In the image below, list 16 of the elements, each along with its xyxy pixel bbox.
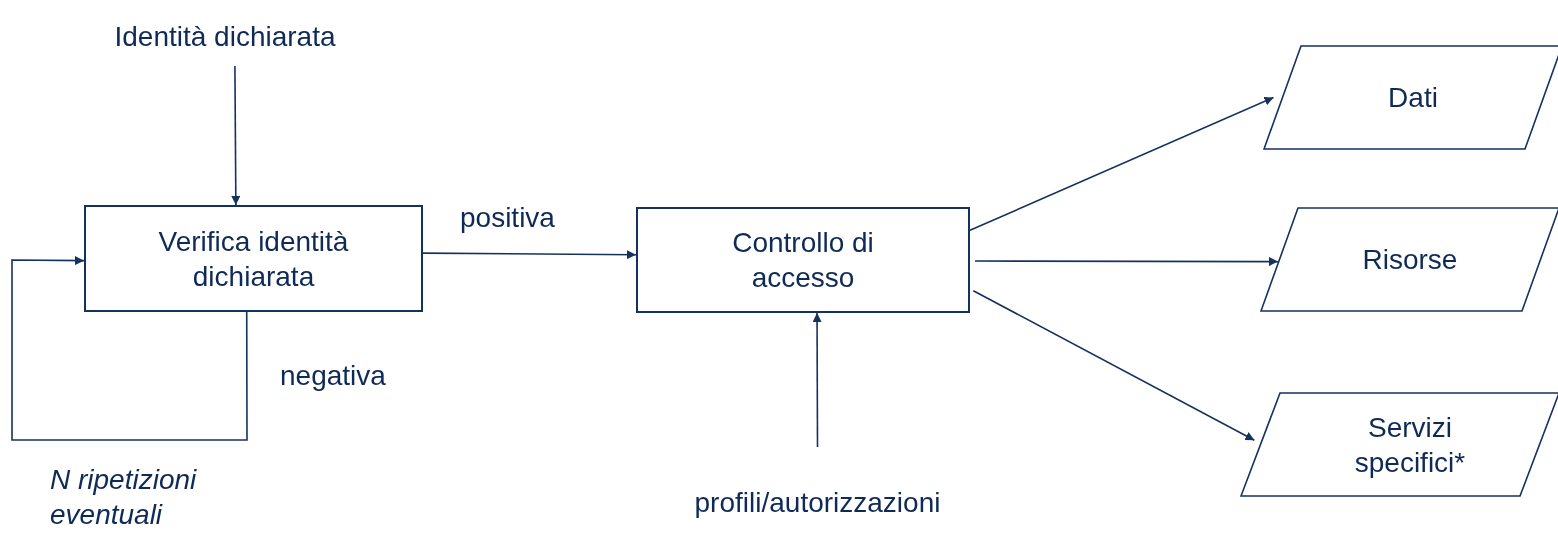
node-label: Verifica identità dichiarata [157,224,350,294]
arrow [974,257,1279,267]
arrow [812,312,822,448]
node-label: Servizi specifici* [1353,410,1467,480]
arrow [231,65,241,206]
arrow [972,289,1256,442]
arrow [11,256,248,441]
process-box [84,205,423,312]
arrow [422,250,637,260]
process-box [636,207,970,313]
input-label: Identità dichiarata [114,19,336,54]
arrow [969,96,1275,232]
input-label: profili/autorizzazioni [694,486,941,520]
node-label: Controllo di accesso [731,226,875,295]
node-label: Risorse [1362,243,1458,277]
node-label: Dati [1388,81,1438,115]
